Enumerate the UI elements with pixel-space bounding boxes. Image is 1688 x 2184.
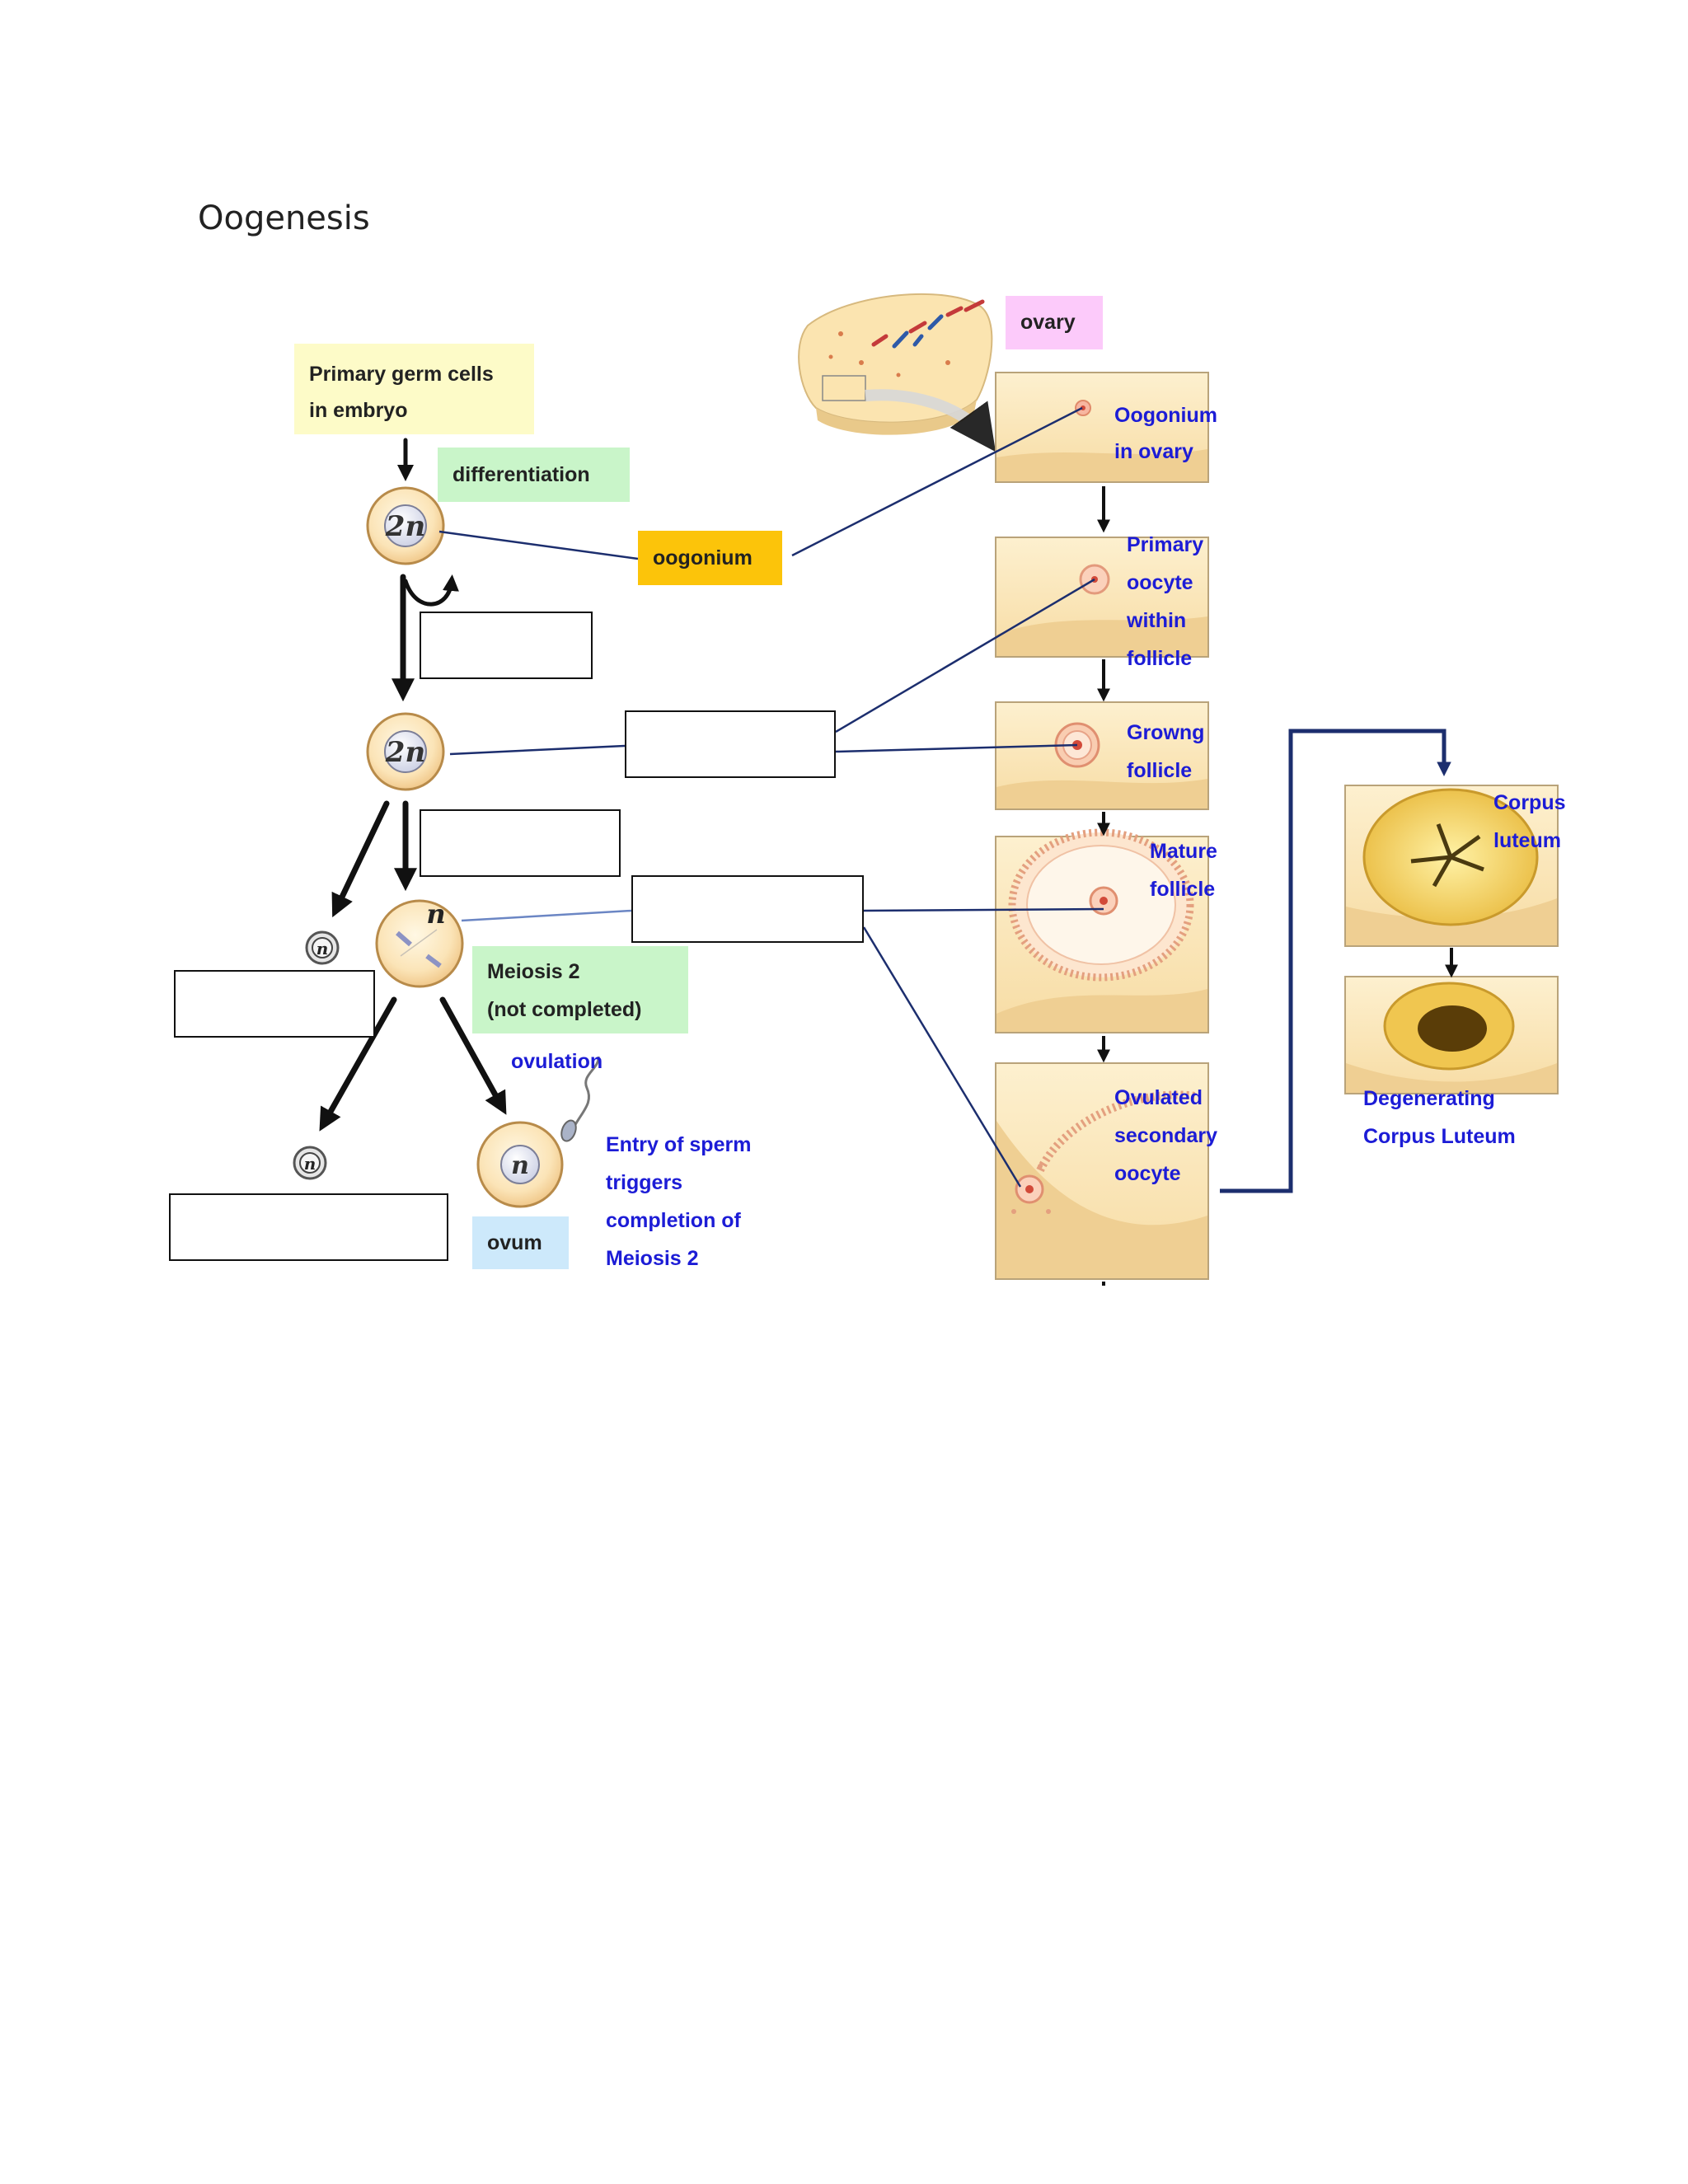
svg-text:2n: 2n [385, 736, 425, 769]
primary-germ-cells-line-2: in embryo [309, 399, 408, 422]
arrow-primary-to-polar1 [331, 800, 390, 918]
answer-box-primary-oocyte[interactable] [625, 710, 836, 778]
growing-follicle-label: Growng follicle [1127, 721, 1205, 782]
svg-text:2n: 2n [385, 510, 425, 543]
meiosis-2-box: Meiosis 2 (not completed) [472, 946, 688, 1033]
corpus-luteum [1362, 788, 1539, 926]
primary-oocyte-cell: 2n [366, 712, 445, 791]
oogonium-box: oogonium [638, 531, 782, 585]
ovary-box: ovary [1006, 296, 1103, 349]
mature-follicle-label: Mature follicle [1150, 840, 1217, 901]
ovary-illustration [798, 293, 996, 452]
sperm-icon [567, 1056, 600, 1140]
panel-arrows [1097, 486, 1458, 1286]
svg-text:n: n [511, 1151, 529, 1180]
meiosis-2-line-2: (not completed) [487, 998, 642, 1021]
differentiation-box: differentiation [438, 448, 630, 502]
svg-text:n: n [304, 1154, 316, 1174]
svg-text:n: n [426, 898, 445, 930]
ovary-vessels [871, 299, 985, 349]
polar-body-1: n [305, 930, 340, 965]
corpus-luteum-label: Corpus luteum [1493, 791, 1566, 852]
svg-text:n: n [316, 939, 329, 958]
meiosis-2-line-1: Meiosis 2 [487, 960, 580, 983]
ovum-box: ovum [472, 1216, 569, 1269]
mitosis-loop-arrow [403, 574, 459, 607]
answer-box-meiosis-1[interactable] [420, 809, 621, 877]
ovulation-label: ovulation [511, 1050, 603, 1073]
arrow-secondary-to-ovum [439, 996, 507, 1115]
page-title: Oogenesis [198, 199, 370, 237]
polar-body-2: n [293, 1146, 327, 1180]
oogonium-in-ovary-label: Oogonium in ovary [1114, 404, 1217, 463]
answer-box-polar-body-1[interactable] [174, 970, 375, 1038]
connector-lines [438, 406, 1104, 1188]
degenerating-corpus-luteum-label: Degenerating Corpus Luteum [1363, 1087, 1516, 1148]
sperm-entry-label: Entry of sperm triggers completion of Me… [606, 1133, 752, 1270]
answer-box-secondary-oocyte[interactable] [631, 875, 864, 943]
primary-oocyte-label: Primary oocyte within follicle [1127, 533, 1204, 670]
ovum-cell: n [476, 1056, 600, 1208]
oogonium-cell: 2n [366, 486, 445, 565]
answer-box-mitosis[interactable] [420, 612, 593, 679]
primary-germ-cells-line-1: Primary germ cells [309, 363, 494, 386]
degenerating-corpus-luteum [1383, 982, 1515, 1071]
flow-arrows [319, 438, 507, 1132]
oogonium-in-ovary-cell [1075, 400, 1091, 416]
ovulated-secondary-oocyte-label: Ovulated secondary oocyte [1114, 1086, 1218, 1185]
ovulated-oocyte [1011, 1090, 1196, 1214]
arrow-secondary-to-polar2 [319, 996, 397, 1132]
primary-germ-cells-box: Primary germ cells in embryo [294, 344, 534, 434]
answer-box-polar-body-2[interactable] [169, 1193, 448, 1261]
ovulated-to-corpus-arrow [1220, 729, 1451, 1193]
secondary-oocyte-cell: n [375, 898, 464, 988]
mature-follicle [1008, 828, 1194, 982]
